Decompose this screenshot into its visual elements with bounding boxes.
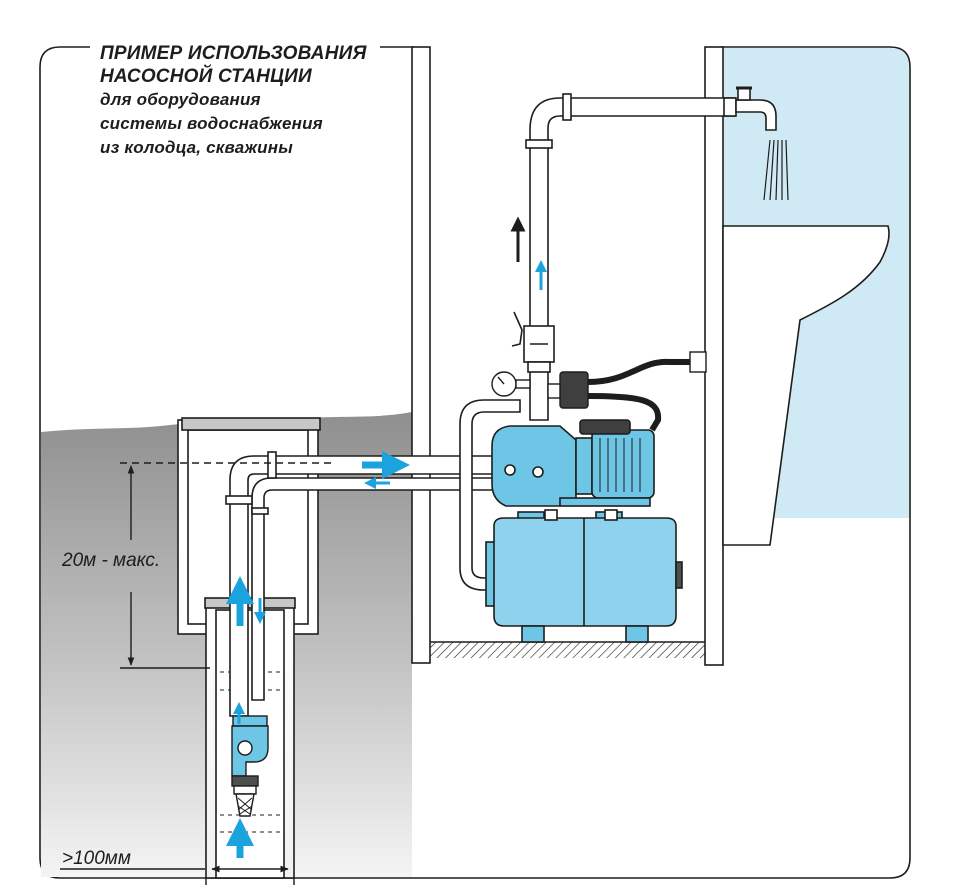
max-depth-label: 20м - макс.: [62, 550, 161, 571]
water-tap-icon: [723, 86, 777, 131]
sink: [722, 225, 890, 546]
water-stream: [763, 139, 789, 201]
ejector: [231, 715, 269, 817]
outer-frame: [39, 46, 911, 879]
flow-arrow-icon: [226, 216, 547, 858]
depth-dimension: [120, 462, 335, 669]
pressure-tank: [493, 511, 683, 643]
house-wall: [411, 46, 724, 666]
subtitle-line-3: из колодца, скважины: [100, 138, 293, 157]
pressure-gauge-icon: [491, 371, 531, 397]
diagram-title: ПРИМЕР ИСПОЛЬЗОВАНИЯ НАСОСНОЙ СТАНЦИИ дл…: [100, 42, 400, 160]
diameter-dimension: [60, 865, 295, 885]
pressure-switch: [547, 351, 707, 432]
bypass-pipe: [459, 399, 521, 607]
riser-pipe: [511, 93, 736, 421]
min-diameter-label: >100мм: [62, 848, 131, 869]
title-line-2: НАСОСНОЙ СТАНЦИИ: [100, 66, 312, 87]
surface-pump: [491, 419, 655, 521]
title-line-1: ПРИМЕР ИСПОЛЬЗОВАНИЯ: [100, 43, 367, 64]
subtitle-line-1: для оборудования: [100, 90, 261, 109]
subtitle-line-2: системы водоснабжения: [100, 114, 323, 133]
